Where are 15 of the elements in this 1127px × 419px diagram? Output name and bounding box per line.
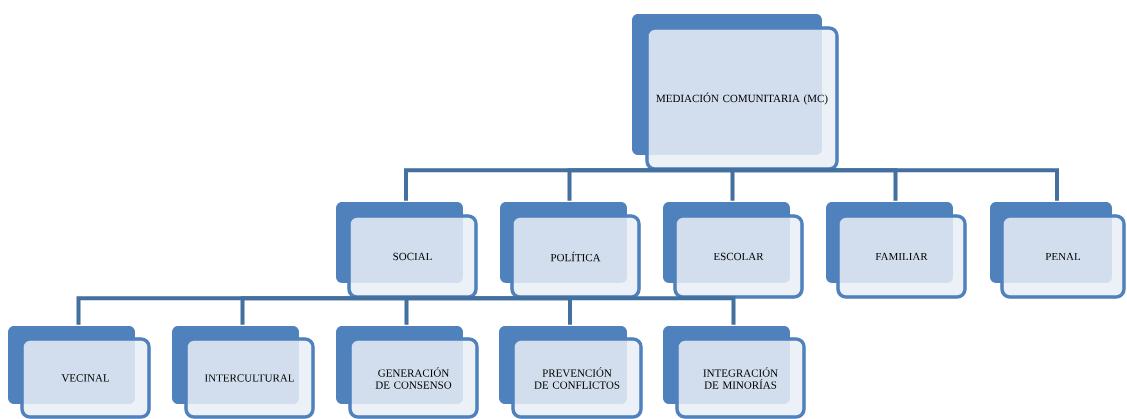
stacked-card: INTEGRACIÓN DE MINORÍAS [663, 326, 806, 419]
stacked-card: SOCIAL [336, 202, 478, 299]
connector-line [734, 168, 1059, 201]
stacked-card: PREVENCIÓN DE CONFLICTOS [499, 326, 643, 419]
connector-line [406, 296, 736, 325]
stacked-card: VECINAL [8, 326, 151, 419]
stacked-card: GENERACIÓN DE CONSENSO [336, 326, 479, 419]
stacked-card: MEDIACIÓN COMUNITARIA (MC) [632, 14, 839, 171]
stacked-card: POLÍTICA [500, 202, 641, 299]
stacked-card: PENAL [990, 202, 1126, 299]
connector-line [730, 168, 736, 201]
connector-line [240, 296, 406, 325]
stacked-card: FAMILIAR [826, 202, 967, 299]
stacked-card: ESCOLAR [663, 202, 804, 299]
stacked-card: INTERCULTURAL [172, 326, 315, 419]
